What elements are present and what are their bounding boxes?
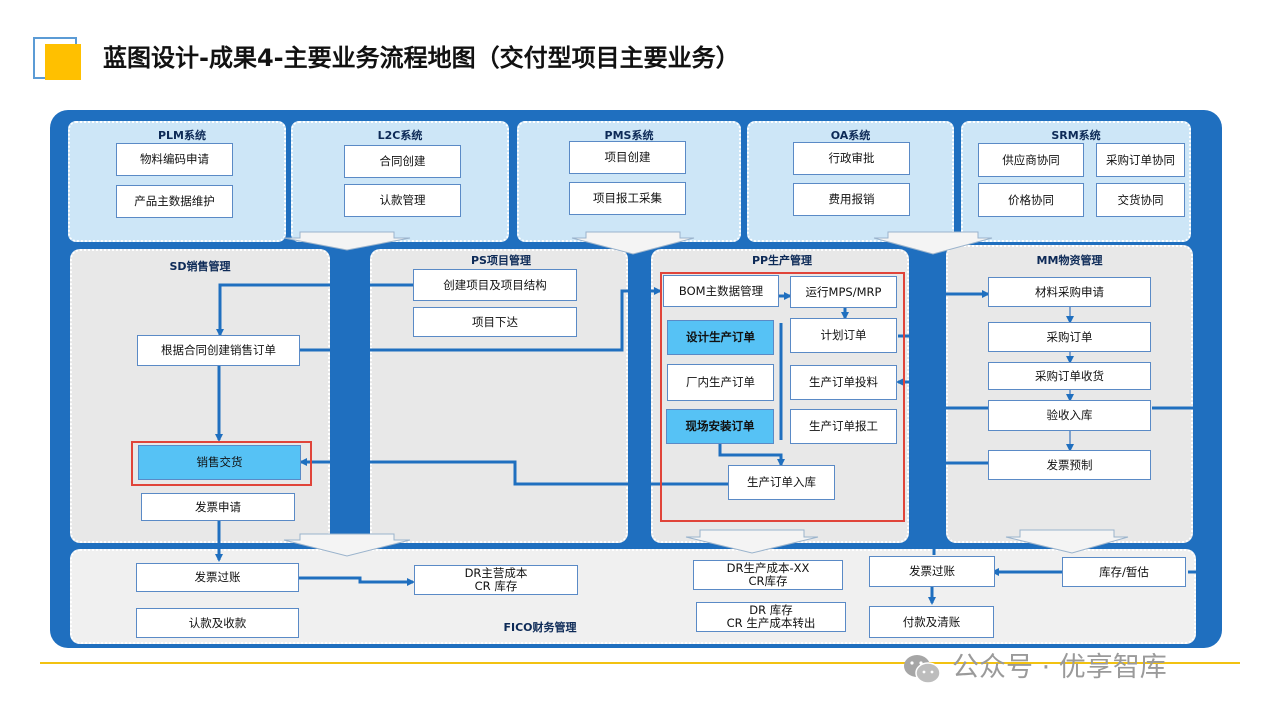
panel-l2c [291,121,509,242]
srm-supplier-collab[interactable]: 供应商协同 [978,143,1084,177]
block-arrow-mm-fico [1005,529,1129,554]
l2c-contract-create[interactable]: 合同创建 [344,145,461,178]
ps-create-project-structure[interactable]: 创建项目及项目结构 [413,269,577,301]
sd-delivery-highlight-frame [131,441,312,486]
pp-in-plant-production-order[interactable]: 厂内生产订单 [667,364,774,401]
plm-product-master-data[interactable]: 产品主数据维护 [116,185,233,218]
title-logo-square [45,44,81,80]
fico-payment-collection[interactable]: 认款及收款 [136,608,299,638]
panel-oa [747,121,954,242]
plm-title: PLM系统 [157,129,207,142]
oa-expense-reimbursement[interactable]: 费用报销 [793,183,910,216]
plm-material-code-request[interactable]: 物料编码申请 [116,143,233,176]
pp-design-production-order[interactable]: 设计生产订单 [667,320,774,355]
block-arrow-oa-down [873,231,993,255]
mm-receipt-to-stock[interactable]: 验收入库 [988,400,1151,431]
block-arrow-l2c-down [283,231,411,251]
fico-dr-production-cost[interactable]: DR生产成本-XX CR库存 [693,560,843,590]
sd-sales-delivery[interactable]: 销售交货 [138,445,301,480]
fico-invoice-posting-right[interactable]: 发票过账 [869,556,995,587]
oa-title: OA系统 [830,129,871,142]
block-arrow-sd-fico [283,533,411,557]
pp-bom-master-data[interactable]: BOM主数据管理 [663,275,779,307]
pms-project-create[interactable]: 项目创建 [569,141,686,174]
wechat-icon [904,655,941,684]
pp-production-order-report[interactable]: 生产订单报工 [790,409,897,444]
srm-delivery-collab[interactable]: 交货协同 [1096,183,1185,217]
mm-material-purchase-request[interactable]: 材料采购申请 [988,277,1151,307]
pms-title: PMS系统 [604,129,654,142]
pp-planned-order[interactable]: 计划订单 [790,318,897,353]
block-arrow-pp-fico [685,529,819,554]
pp-run-mps-mrp[interactable]: 运行MPS/MRP [790,276,897,308]
pp-highlight-frame [660,272,905,522]
sd-title: SD销售管理 [169,260,231,273]
pp-onsite-install-order[interactable]: 现场安装订单 [666,409,774,444]
panel-plm [68,121,286,242]
srm-po-collab[interactable]: 采购订单协同 [1096,143,1185,177]
mm-invoice-preregister[interactable]: 发票预制 [988,450,1151,480]
pp-title: PP生产管理 [751,254,813,267]
l2c-payment-recognition[interactable]: 认款管理 [344,184,461,217]
fico-invoice-posting-left[interactable]: 发票过账 [136,563,299,592]
ps-title: PS项目管理 [471,254,531,267]
pp-production-order-issue[interactable]: 生产订单投料 [790,365,897,400]
ps-project-release[interactable]: 项目下达 [413,307,577,337]
panel-srm [961,121,1191,242]
watermark-text: 公众号 · 优享智库 [952,652,1167,683]
mm-title: MM物资管理 [1036,254,1103,267]
srm-title: SRM系统 [1051,129,1101,142]
fico-title: FICO财务管理 [503,621,577,634]
fico-dr-inventory[interactable]: DR 库存 CR 生产成本转出 [696,602,846,632]
footer-line [40,662,1240,664]
sd-create-sales-order[interactable]: 根据合同创建销售订单 [137,335,300,366]
page-title: 蓝图设计-成果4-主要业务流程地图（交付型项目主要业务） [103,44,740,72]
pms-project-report-collect[interactable]: 项目报工采集 [569,182,686,215]
mm-po-goods-receipt[interactable]: 采购订单收货 [988,362,1151,390]
l2c-title: L2C系统 [377,129,423,142]
fico-dr-main-cost[interactable]: DR主营成本 CR 库存 [414,565,578,595]
fico-inventory-estimate[interactable]: 库存/暂估 [1062,557,1186,587]
block-arrow-pms-down [571,231,695,255]
mm-purchase-order[interactable]: 采购订单 [988,322,1151,352]
sd-invoice-request[interactable]: 发票申请 [141,493,295,521]
fico-payment-clearing[interactable]: 付款及清账 [869,606,994,638]
srm-price-collab[interactable]: 价格协同 [978,183,1084,217]
pp-production-order-receipt[interactable]: 生产订单入库 [728,465,835,500]
oa-admin-approval[interactable]: 行政审批 [793,142,910,175]
